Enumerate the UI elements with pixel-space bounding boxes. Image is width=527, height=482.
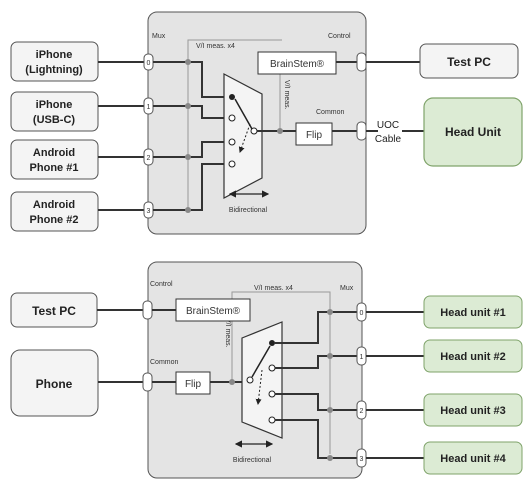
top-port-0: 0	[143, 53, 154, 71]
top-mux-contact	[228, 114, 236, 122]
top-head-unit-box: Head Unit	[423, 97, 523, 167]
top-head-unit-label: Head Unit	[445, 125, 501, 139]
bottom-brainstem-box	[175, 298, 251, 322]
bottom-bidirectional-label: Bidirectional	[233, 457, 272, 464]
bottom-mux-contact-active	[269, 340, 275, 346]
bottom-port-0: 0	[356, 302, 367, 322]
bottom-mux-common-contact	[246, 376, 254, 384]
bottom-head-unit-3: Head unit #3	[423, 393, 523, 427]
top-cable-label-line1: UOC	[377, 120, 399, 131]
head-unit-label: Head unit #1	[440, 307, 505, 319]
bottom-control-port	[142, 300, 153, 320]
input-label-line1: iPhone	[36, 99, 73, 111]
bottom-vi-meas-x4-label: V/I meas. x4	[254, 285, 293, 292]
bottom-phone-label: Phone	[36, 377, 73, 391]
bottom-port-1: 1	[356, 346, 367, 366]
top-common-port	[356, 121, 367, 141]
top-cable-label-line2: Cable	[375, 134, 402, 145]
top-mux-label: Mux	[152, 33, 166, 40]
top-brainstem-label: BrainStem®	[270, 59, 325, 70]
bottom-diagram: Control Common Mux V/I meas. x4 V/I meas…	[10, 261, 523, 479]
bottom-flip-label: Flip	[185, 379, 202, 390]
head-unit-label: Head unit #4	[440, 453, 506, 465]
bottom-control-label: Control	[150, 281, 173, 288]
top-common-label: Common	[316, 109, 345, 116]
top-port-1: 1	[143, 97, 154, 115]
input-label-line2: (Lightning)	[25, 64, 83, 76]
top-input-android-2: Android Phone #2	[10, 191, 99, 232]
input-label-line1: Android	[33, 147, 75, 159]
port-number: 2	[147, 155, 151, 162]
port-number: 2	[360, 408, 364, 415]
bottom-port-2: 2	[356, 400, 367, 420]
bottom-mux-contact	[268, 364, 276, 372]
input-label-line1: iPhone	[36, 49, 73, 61]
top-test-pc-box: Test PC	[419, 43, 519, 79]
bottom-brainstem-label: BrainStem®	[186, 306, 241, 317]
bottom-head-unit-2: Head unit #2	[423, 339, 523, 373]
bottom-mux-symbol	[241, 321, 283, 439]
top-vi-meas-x4-label: V/I meas. x4	[196, 43, 235, 50]
top-input-iphone-lightning: iPhone (Lightning)	[10, 41, 99, 82]
input-label-line1: Android	[33, 199, 75, 211]
bottom-mux-label: Mux	[340, 285, 354, 292]
port-number: 0	[147, 60, 151, 67]
bottom-port-3: 3	[356, 448, 367, 468]
port-number: 3	[360, 456, 364, 463]
port-number: 1	[360, 354, 364, 361]
port-number: 1	[147, 104, 151, 111]
bottom-common-port	[142, 372, 153, 392]
top-control-port	[356, 52, 367, 72]
top-input-iphone-usbc: iPhone (USB-C)	[10, 91, 99, 132]
top-control-label: Control	[328, 33, 351, 40]
top-bidirectional-label: Bidirectional	[229, 207, 268, 214]
bottom-mux-contact	[268, 416, 276, 424]
top-mux-contact	[228, 138, 236, 146]
top-flip-box	[295, 122, 333, 146]
top-mux-contact	[228, 160, 236, 168]
head-unit-label: Head unit #3	[440, 405, 505, 417]
port-number: 0	[360, 310, 364, 317]
bottom-phone-box: Phone	[10, 349, 99, 417]
top-flip-label: Flip	[306, 130, 323, 141]
port-number: 3	[147, 208, 151, 215]
top-port-3: 3	[143, 201, 154, 219]
top-vi-meas-label: V/I meas.	[283, 80, 290, 110]
top-test-pc-label: Test PC	[447, 55, 491, 69]
input-label-line2: Phone #2	[30, 214, 79, 226]
input-label-line2: (USB-C)	[33, 114, 75, 126]
head-unit-label: Head unit #2	[440, 351, 505, 363]
bottom-vi-meas-label: V/I meas.	[224, 318, 231, 348]
top-mux-contact-active	[229, 94, 235, 100]
top-diagram: Mux Control Common V/I meas. x4 V/I meas…	[10, 11, 523, 235]
top-input-android-1: Android Phone #1	[10, 139, 99, 180]
bottom-common-label: Common	[150, 359, 179, 366]
bottom-test-pc-label: Test PC	[32, 304, 76, 318]
bottom-head-unit-4: Head unit #4	[423, 441, 523, 475]
input-label-line2: Phone #1	[30, 162, 79, 174]
top-mux-symbol	[223, 73, 263, 199]
bottom-head-unit-1: Head unit #1	[423, 295, 523, 329]
bottom-test-pc-box: Test PC	[10, 292, 98, 328]
bottom-mux-contact	[268, 390, 276, 398]
top-port-2: 2	[143, 148, 154, 166]
